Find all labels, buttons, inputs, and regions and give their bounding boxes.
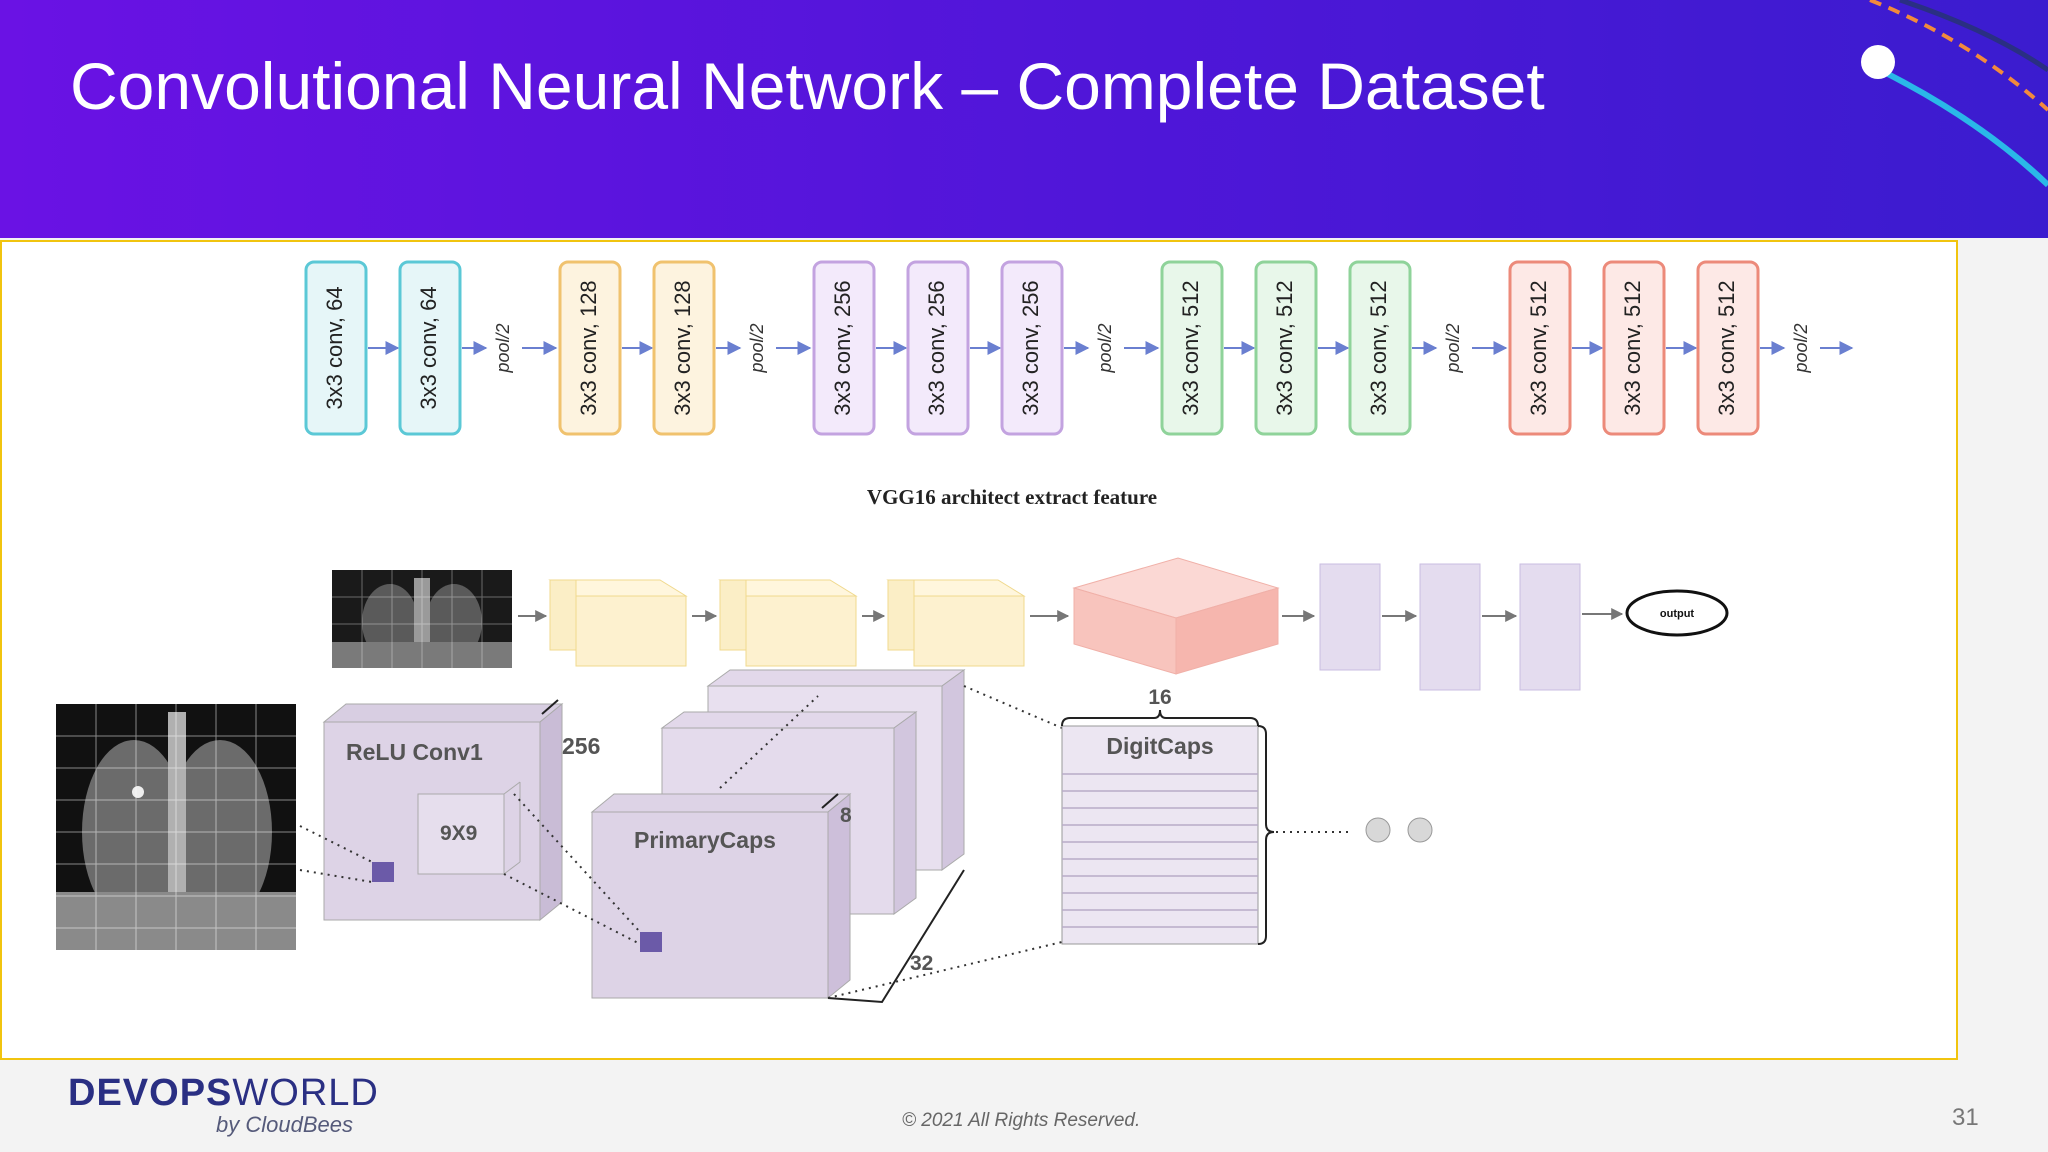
feature-cube-3 [886, 579, 1026, 667]
vgg-conv-label: 3x3 conv, 128 [670, 280, 695, 415]
primarycaps-label: PrimaryCaps [634, 827, 776, 853]
relu-conv1-block [322, 699, 564, 922]
capsule-output-node-1 [1365, 817, 1391, 843]
vgg-conv-block [1508, 260, 1572, 436]
vgg-conv-label: 3x3 conv, 512 [1714, 280, 1739, 415]
digitcaps-block [1061, 709, 1275, 945]
page-number: 31 [1952, 1104, 1979, 1131]
vgg-conv-block [1254, 260, 1318, 436]
vgg-caption: VGG16 architect extract feature [867, 485, 1157, 509]
kernel-size-label: 9X9 [440, 822, 477, 845]
pipeline-row: output [332, 557, 1729, 691]
feature-cube-1 [548, 579, 688, 667]
output-label: output [1660, 608, 1695, 620]
vgg-conv-label: 3x3 conv, 512 [1526, 280, 1551, 415]
header-dot [1861, 45, 1895, 79]
capsnet-section: ReLU Conv1 256 9X9 PrimaryCaps 8 [56, 669, 1433, 1004]
primarycaps-count-label: 32 [910, 952, 933, 975]
logo-light-text: WORLD [232, 1072, 379, 1114]
vgg-conv-block [398, 260, 462, 436]
vgg-conv-label: 3x3 conv, 512 [1272, 280, 1297, 415]
receptive-field-marker-2 [640, 932, 662, 952]
vgg-pool-label: pool/2 [747, 323, 767, 373]
vgg-conv-block [1696, 260, 1760, 436]
vgg-conv-label: 3x3 conv, 128 [576, 280, 601, 415]
xray-thumbnail-small [332, 570, 512, 668]
slide-header: Convolutional Neural Network – Complete … [0, 0, 2048, 238]
vgg-pool-label: pool/2 [1443, 323, 1463, 373]
vgg-conv-label: 3x3 conv, 512 [1620, 280, 1645, 415]
architecture-diagram: 3x3 conv, 64 3x3 conv, 64 pool/2 3x3 conv, … [56, 260, 1854, 1004]
output-node [1625, 589, 1729, 637]
digitcaps-label: DigitCaps [1106, 733, 1213, 759]
relu-conv1-label: ReLU Conv1 [346, 739, 483, 765]
header-decoration [1861, 0, 2048, 188]
dense-feature-cube [1072, 557, 1280, 675]
diagram-frame: 3x3 conv, 64 3x3 conv, 64 pool/2 3x3 conv, … [0, 240, 1958, 1060]
slide-title: Convolutional Neural Network – Complete … [70, 49, 1545, 123]
primarycaps-dim-label: 8 [840, 804, 852, 827]
dense-layer-1 [1319, 563, 1381, 671]
vgg-conv-label: 3x3 conv, 512 [1366, 280, 1391, 415]
capsule-output-node-2 [1407, 817, 1433, 843]
vgg-conv-label: 3x3 conv, 64 [322, 286, 347, 409]
devopsworld-logo: DEVOPSWORLD by CloudBees [68, 1072, 379, 1137]
xray-image-large [56, 704, 296, 950]
vgg-conv-block [652, 260, 716, 436]
vgg-conv-block [304, 260, 368, 436]
logo-subtitle: by CloudBees [216, 1112, 353, 1137]
dense-layer-3 [1519, 563, 1581, 691]
vgg-conv-label: 3x3 conv, 256 [1018, 280, 1043, 415]
vgg-pool-label: pool/2 [1095, 323, 1115, 373]
vgg-conv-label: 3x3 conv, 256 [924, 280, 949, 415]
receptive-field-marker-1 [372, 862, 394, 882]
vgg-pool-label: pool/2 [493, 323, 513, 373]
vgg-conv-block [1000, 260, 1064, 436]
vgg-conv-block [906, 260, 970, 436]
vgg-conv-block [1602, 260, 1666, 436]
primarycaps-stack [590, 669, 966, 1004]
vgg-conv-label: 3x3 conv, 64 [416, 286, 441, 409]
vgg16-block-row: 3x3 conv, 64 3x3 conv, 64 pool/2 3x3 conv, … [304, 260, 1854, 436]
feature-cube-2 [718, 579, 858, 667]
vgg-conv-block [558, 260, 622, 436]
dense-layer-2 [1419, 563, 1481, 691]
vgg-conv-label: 3x3 conv, 256 [830, 280, 855, 415]
copyright-text: © 2021 All Rights Reserved. [902, 1110, 1141, 1131]
relu-depth-label: 256 [562, 733, 600, 759]
logo-bold-text: DEVOPS [68, 1072, 233, 1114]
vgg-conv-block [812, 260, 876, 436]
vgg-pool-label: pool/2 [1791, 323, 1811, 373]
vgg-conv-block [1160, 260, 1224, 436]
vgg-conv-label: 3x3 conv, 512 [1178, 280, 1203, 415]
vgg-conv-block [1348, 260, 1412, 436]
digitcaps-dim-label: 16 [1148, 686, 1171, 709]
